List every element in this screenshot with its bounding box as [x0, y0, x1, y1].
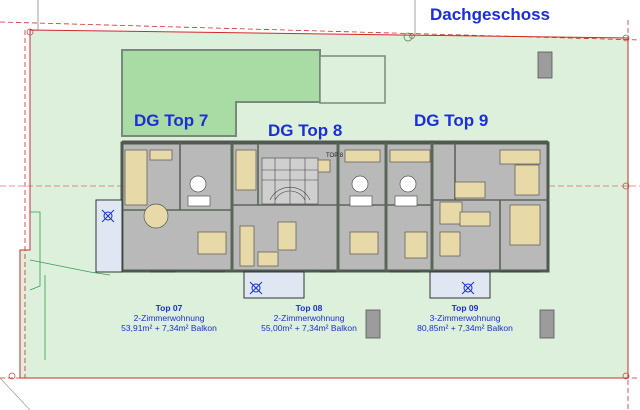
- unit-type: 3-Zimmerwohnung: [429, 313, 501, 323]
- terrain-line: [29, 259, 111, 276]
- balcony-markers: [101, 209, 475, 295]
- balcony-top8: [243, 271, 305, 299]
- unit-area: 55,00m² + 7,34m² Balkon: [261, 323, 357, 333]
- balcony-top9: [429, 271, 491, 299]
- terrain-line: [29, 211, 41, 291]
- unit-type: 2-Zimmerwohnung: [133, 313, 205, 323]
- roof-terrace: [121, 49, 321, 137]
- west-balcony: [95, 199, 123, 273]
- unit-label-top8: DG Top 8: [268, 121, 343, 140]
- unit-type: 2-Zimmerwohnung: [273, 313, 345, 323]
- chimney: [537, 51, 553, 79]
- unit-name: Top 07: [155, 303, 183, 313]
- unit-label-top9: DG Top 9: [414, 111, 489, 130]
- stair-label: TOP 8: [326, 153, 344, 159]
- unit-area: 80,85m² + 7,34m² Balkon: [417, 323, 513, 333]
- fixtures: [124, 149, 541, 267]
- survey-line: [0, 377, 31, 410]
- tree-marker: [403, 32, 413, 42]
- svg-text:TOP 8: TOP 8: [326, 153, 344, 159]
- unit-name: Top 09: [451, 303, 479, 313]
- skylight: [365, 309, 381, 339]
- unit-summary-top8: Top 08 2-Zimmerwohnung 55,00m² + 7,34m² …: [234, 303, 384, 333]
- partition-walls: [230, 143, 434, 271]
- unit-summary-top9: Top 09 3-Zimmerwohnung 80,85m² + 7,34m² …: [390, 303, 540, 333]
- unit-summary-top7: Top 07 2-Zimmerwohnung 53,91m² + 7,34m² …: [94, 303, 244, 333]
- dining-tables: [143, 203, 491, 251]
- construction-line: [0, 21, 640, 41]
- unit-name: Top 08: [295, 303, 323, 313]
- unit-label-top7: DG Top 7: [134, 111, 209, 130]
- roof-terrace-lower: [319, 55, 386, 104]
- unit-area: 53,91m² + 7,34m² Balkon: [121, 323, 217, 333]
- boundary-markers: [8, 28, 630, 380]
- stair: [261, 157, 319, 205]
- skylight: [539, 309, 555, 339]
- bathroom-fixtures: [187, 175, 418, 207]
- building-outline: [120, 141, 550, 273]
- page-title: Dachgeschoss: [430, 5, 550, 24]
